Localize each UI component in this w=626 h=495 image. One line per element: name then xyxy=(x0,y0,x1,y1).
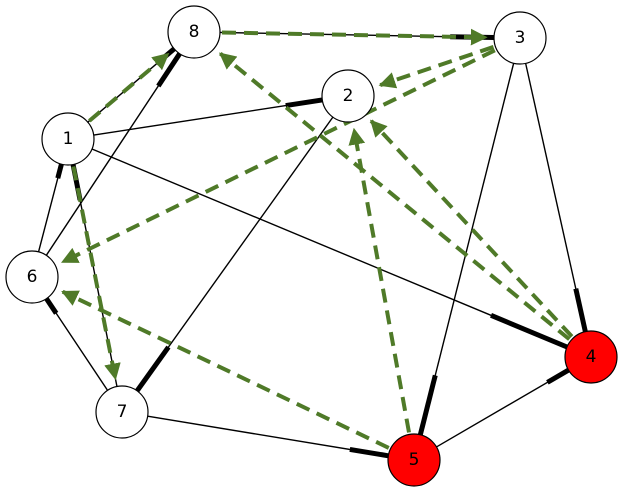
node-5-circle xyxy=(387,433,441,487)
edge-1-2 xyxy=(93,97,323,136)
node-1-circle xyxy=(41,112,95,166)
arc-4-to-8 xyxy=(219,51,571,341)
node-6: 6 xyxy=(5,250,59,304)
edge-3-5 xyxy=(417,63,515,436)
arc-5-to-2 xyxy=(348,127,411,433)
node-6-label: 6 xyxy=(27,267,38,287)
node-7: 7 xyxy=(95,385,149,439)
node-5: 5 xyxy=(387,433,441,487)
edge-2-7 xyxy=(135,116,334,393)
arc-5-to-6 xyxy=(61,289,390,450)
node-2-label: 2 xyxy=(343,86,354,106)
node-3: 3 xyxy=(493,11,547,65)
arc-4-to-2 xyxy=(369,119,574,338)
node-8: 8 xyxy=(167,5,221,59)
node-7-circle xyxy=(95,385,149,439)
node-5-label: 5 xyxy=(409,450,420,470)
edge-7-5 xyxy=(147,415,389,459)
edge-1-6 xyxy=(37,163,64,253)
node-3-circle xyxy=(493,11,547,65)
node-3-label: 3 xyxy=(515,28,526,48)
node-4-label: 4 xyxy=(586,347,597,367)
arc-3-to-6 xyxy=(61,48,496,264)
edge-1-4 xyxy=(91,148,568,350)
node-8-label: 8 xyxy=(189,22,200,42)
arc-3-to-2 xyxy=(378,45,495,89)
edge-6-7 xyxy=(44,297,109,391)
arc-1-to-8 xyxy=(88,52,170,123)
node-6-circle xyxy=(5,250,59,304)
node-4: 4 xyxy=(564,330,618,384)
nodes-layer: 1 2 3 4 5 6 7 8 xyxy=(5,5,618,487)
node-2: 2 xyxy=(321,69,375,123)
node-4-circle xyxy=(564,330,618,384)
node-1: 1 xyxy=(41,112,95,166)
node-1-label: 1 xyxy=(63,129,74,149)
arc-8-to-3 xyxy=(221,28,488,46)
edge-3-4 xyxy=(524,63,588,333)
node-7-label: 7 xyxy=(117,402,128,422)
arcs-layer xyxy=(61,28,574,450)
arc-1-to-7 xyxy=(71,166,121,381)
node-8-circle xyxy=(167,5,221,59)
edge-4-5 xyxy=(436,367,570,448)
node-2-circle xyxy=(321,69,375,123)
